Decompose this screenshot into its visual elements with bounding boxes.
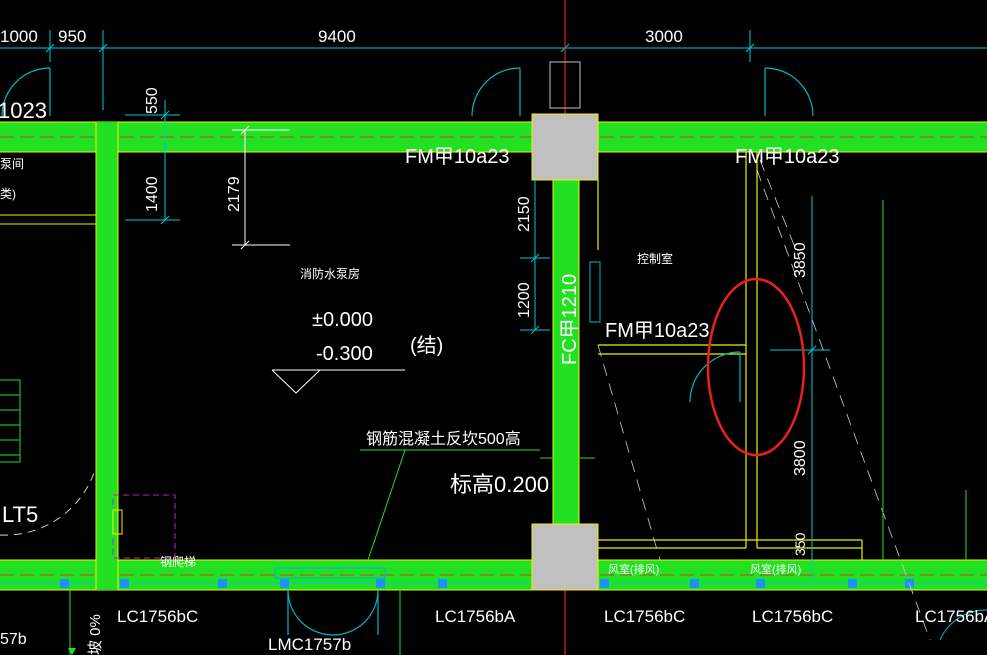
elevation-symbol [271, 369, 405, 394]
bottom-arcs-right [939, 609, 987, 641]
curb-elevation: 标高0.200 [450, 472, 549, 497]
column-top [531, 113, 599, 181]
window-label-2: LMC1757b [268, 635, 351, 654]
thin-right-lines [882, 200, 967, 560]
door-label-fm-top-right: FM甲10a23 [735, 146, 840, 168]
column-bottom [531, 523, 599, 591]
slope-label: 坡 0% [87, 614, 104, 655]
dim-1000-label: 1000 [0, 27, 38, 46]
dim-9400-label: 9400 [318, 27, 356, 46]
window-label-5: LC1756bC [752, 607, 833, 626]
right-partitions [597, 152, 863, 560]
dashed-hidden-lines [597, 159, 931, 641]
highlight-circle [706, 277, 806, 457]
dim-550-label: 550 [144, 87, 161, 114]
room-label-pump: 消防水泵房 [300, 266, 360, 281]
door-label-fc-vertical: FC甲1210 [559, 274, 581, 365]
room-label-left-sub: 类) [0, 187, 16, 201]
top-dimension-chain [0, 30, 987, 110]
curb-note: 钢筋混凝土反坎500高 [366, 430, 521, 448]
door-tag-1023: 1023 [0, 98, 47, 123]
label-stair-lt5: LT5 [2, 502, 38, 527]
window-label-1: LC1756bC [117, 607, 198, 626]
room-label-air-2: 风室(排风) [750, 562, 801, 576]
height-dim-2179 [232, 125, 290, 250]
dim-2179-label: 2179 [226, 176, 243, 212]
room-label-left: 泵间 [0, 157, 24, 171]
dim-2150-label: 2150 [516, 196, 533, 232]
top-column-outline [549, 61, 581, 109]
dim-3800-label: 3800 [792, 440, 809, 476]
elevation-minus: -0.300 [316, 343, 373, 365]
elevation-note: (结) [410, 334, 443, 357]
dim-1400-label: 1400 [144, 176, 161, 212]
top-door-arcs [1, 67, 814, 117]
stair-lt5 [0, 379, 21, 463]
dim-950-label: 950 [58, 27, 86, 46]
left-vertical-wall [95, 122, 119, 590]
label-steel-stair: 钢爬梯 [160, 555, 196, 569]
elevation-zero: ±0.000 [312, 309, 373, 331]
steel-ladder-box [112, 494, 176, 559]
dim-1200-label: 1200 [516, 282, 533, 318]
dim-3850-label: 3850 [792, 242, 809, 278]
central-vertical-wall [552, 152, 580, 524]
door-label-fm-mid: FM甲10a23 [605, 320, 710, 342]
window-label-0: 57b [0, 631, 27, 648]
window-label-6: LC1756bA [915, 607, 987, 626]
stair-swing-arc [0, 469, 96, 536]
window-label-3: LC1756bA [435, 607, 516, 626]
mid-door-arc [689, 351, 741, 403]
slope-arrow [68, 648, 76, 655]
room-label-control: 控制室 [637, 251, 673, 266]
dim-3000-label: 3000 [645, 27, 683, 46]
side-window [589, 261, 601, 323]
ladder-marker [112, 509, 123, 535]
leader-lines [360, 449, 595, 561]
door-label-fm-top-left: FM甲10a23 [405, 146, 510, 168]
dim-350-label: 350 [792, 532, 808, 556]
bottom-door-arcs [274, 567, 386, 636]
left-room-partition [0, 214, 96, 225]
room-label-air-1: 风室(排风) [608, 562, 659, 576]
vertical-dimensions [125, 100, 830, 580]
bottom-misc-lines [69, 590, 401, 655]
bottom-wall [0, 559, 987, 591]
window-label-4: LC1756bC [604, 607, 685, 626]
